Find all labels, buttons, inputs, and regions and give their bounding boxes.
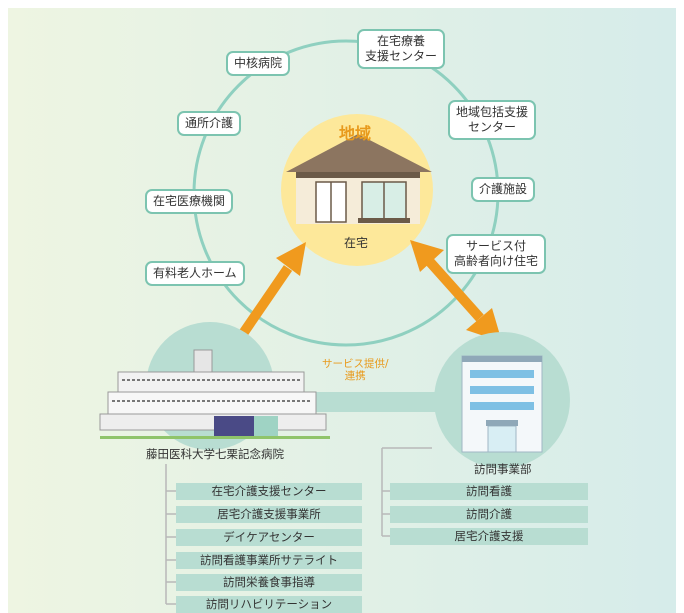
office-building-icon [461,355,543,453]
link-label-line1: サービス提供/ [322,358,389,370]
tag-community-support-line1: 地域包括支援 [456,105,529,119]
connector-band [300,392,470,412]
hospital-name: 藤田医科大学七栗記念病院 [146,447,284,461]
house-icon [286,134,432,224]
tag-home-medical-institution: 在宅医療機関 [145,189,234,214]
link-label-line2: 連携 [344,370,366,382]
hospital-service-tree [165,464,176,605]
office-service-tree [381,447,432,537]
center-title: 地域 [339,124,372,143]
hospital-service-6: 訪問リハビリテーション [176,596,362,613]
tag-private-nursing-home-text: 有料老人ホーム [153,266,237,280]
hospital-service-5: 訪問栄養食事指導 [176,574,362,591]
hospital-service-2: 居宅介護支援事業所 [176,506,362,523]
tag-care-facility-text: 介護施設 [479,182,528,196]
tag-home-medical-institution-text: 在宅医療機関 [153,194,226,208]
tag-home-care-support-line1: 在宅療養 [377,34,426,48]
office-service-1: 訪問看護 [390,483,588,500]
tag-day-care-text: 通所介護 [185,116,234,130]
link-label: サービス提供/ 連携 [322,358,389,382]
tag-home-care-support-center: 在宅療養 支援センター [357,29,446,69]
home-label: 在宅 [344,236,369,250]
tag-home-care-support-line2: 支援センター [365,49,438,63]
hospital-service-3: デイケアセンター [176,529,362,546]
office-name: 訪問事業部 [474,462,532,476]
tag-service-housing: サービス付 高齢者向け住宅 [446,234,547,274]
tag-community-support-center: 地域包括支援 センター [448,100,537,140]
tag-day-care: 通所介護 [177,111,242,136]
tag-care-facility: 介護施設 [471,177,536,202]
tag-private-nursing-home: 有料老人ホーム [145,261,245,286]
tag-service-housing-line1: サービス付 [466,239,527,253]
hospital-service-1: 在宅介護支援センター [176,483,362,500]
tag-community-support-line2: センター [468,120,517,134]
tag-service-housing-line2: 高齢者向け住宅 [454,254,539,268]
hospital-service-4: 訪問看護事業所サテライト [176,552,362,569]
hospital-building-icon [99,349,330,439]
tag-core-hospital: 中核病院 [226,51,291,76]
office-service-2: 訪問介護 [390,506,588,523]
office-service-3: 居宅介護支援 [390,528,588,545]
tag-core-hospital-text: 中核病院 [234,56,283,70]
